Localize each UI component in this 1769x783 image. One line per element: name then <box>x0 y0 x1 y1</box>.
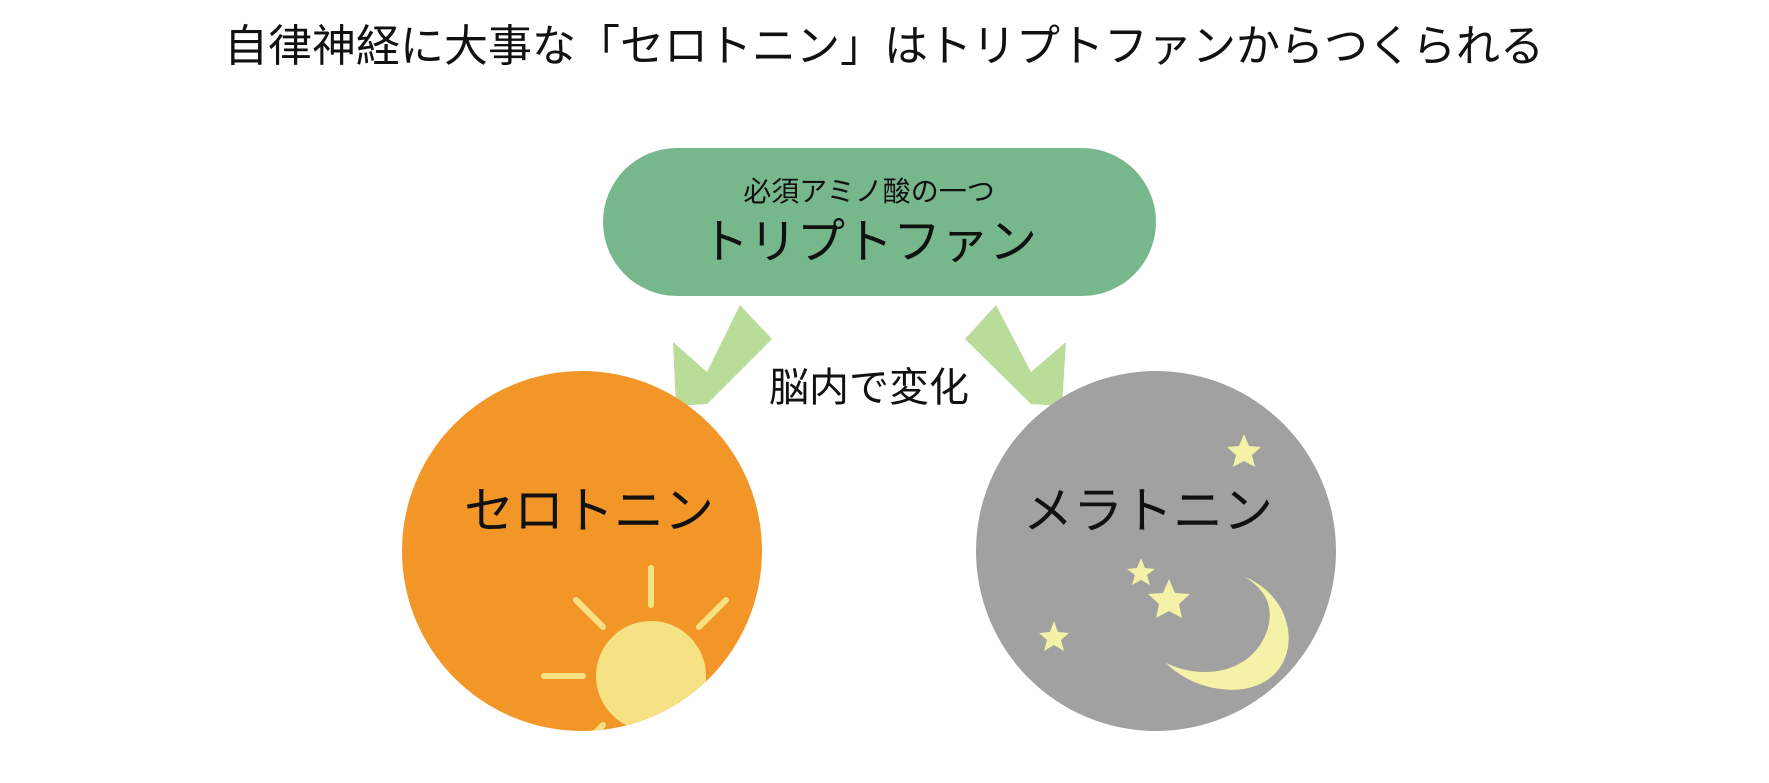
right-arrow <box>965 305 1066 406</box>
melatonin-circle <box>976 371 1336 731</box>
sun-ray-upper-left <box>573 597 606 630</box>
sun-ray-upper-right <box>696 597 729 630</box>
serotonin-label: セロトニン <box>464 482 714 540</box>
star-icon <box>1039 621 1069 651</box>
transition-arrows <box>673 305 1066 406</box>
source-node-pill <box>603 148 1156 296</box>
melatonin-node: メラトニン <box>976 371 1336 731</box>
star-icon <box>1148 579 1190 618</box>
source-node: 必須アミノ酸の一つ トリプトファン <box>603 148 1156 296</box>
source-node-subtitle: 必須アミノ酸の一つ <box>743 175 994 208</box>
star-icon <box>1227 434 1261 467</box>
transition-label: 脳内で変化 <box>769 365 969 411</box>
left-arrow <box>673 305 772 406</box>
page-title: 自律神経に大事な「セロトニン」はトリプトファンからつくられる <box>224 21 1544 72</box>
star-icon <box>1127 558 1155 585</box>
crescent-moon-icon <box>1166 576 1289 690</box>
melatonin-label: メラトニン <box>1023 482 1273 540</box>
sun-ray-lower-left <box>573 722 606 731</box>
moon-and-stars-icon <box>1039 434 1289 690</box>
source-node-label: トリプトファン <box>701 214 1037 270</box>
